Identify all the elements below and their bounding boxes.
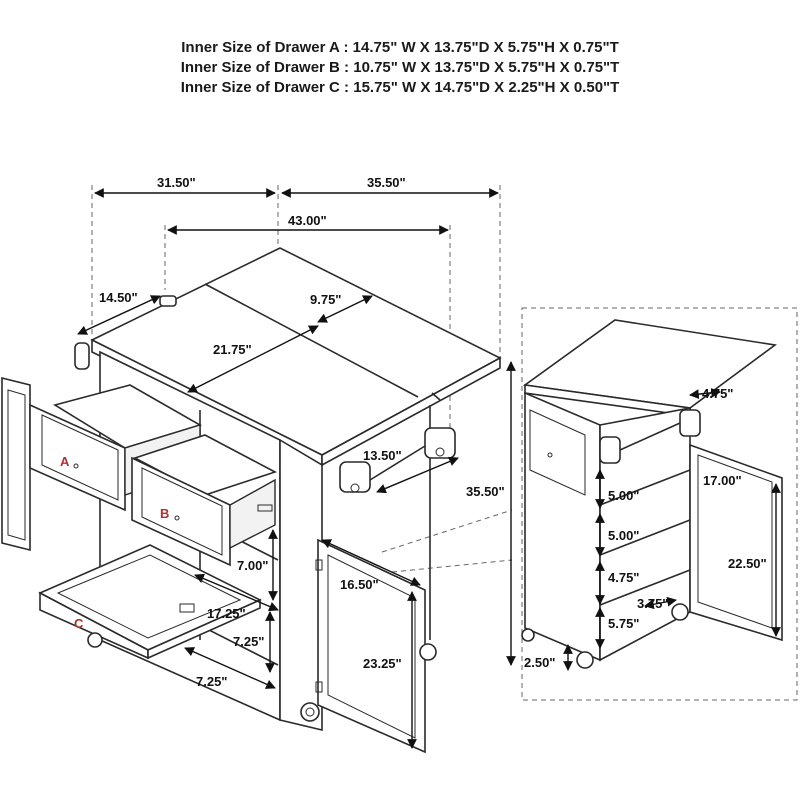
drawer-b-label: B — [160, 506, 169, 521]
dim-16-50: 16.50" — [340, 577, 379, 592]
dim-5-75: 5.75" — [608, 616, 639, 631]
spec-drawer-b: Inner Size of Drawer B : 10.75" W X 13.7… — [180, 59, 620, 76]
dim-22-50: 22.50" — [728, 556, 767, 571]
dim-7-00: 7.00" — [237, 558, 268, 573]
dim-35-50-height: 35.50" — [466, 484, 505, 499]
dim-7-25-depth: 7.25" — [196, 674, 227, 689]
dim-9-75: 9.75" — [310, 292, 341, 307]
side-view-drawing — [521, 307, 798, 701]
dim-17-25: 17.25" — [207, 606, 246, 621]
dim-4-75-top: 4.75" — [702, 386, 733, 401]
dim-4-75-shelf: 4.75" — [608, 570, 639, 585]
dim-3-75: 3.75" — [637, 596, 668, 611]
dim-2-50: 2.50" — [524, 655, 555, 670]
main-cart-drawing: A B C — [1, 185, 513, 754]
spec-drawer-a: Inner Size of Drawer A : 14.75" W X 13.7… — [181, 39, 619, 56]
dim-7-25-vertical: 7.25" — [233, 634, 264, 649]
dimension-labels: 31.50" 35.50" 43.00" 14.50" 9.75" 21.75"… — [99, 175, 767, 689]
dim-43-00: 43.00" — [288, 213, 327, 228]
drawer-c-label: C — [74, 616, 84, 631]
spec-drawer-c: Inner Size of Drawer C : 15.75" W X 14.7… — [180, 79, 620, 96]
dim-17-00: 17.00" — [703, 473, 742, 488]
dim-14-50: 14.50" — [99, 290, 138, 305]
dim-35-50-top: 35.50" — [367, 175, 406, 190]
dim-13-50: 13.50" — [363, 448, 402, 463]
dim-31-50: 31.50" — [157, 175, 196, 190]
dim-5-00-lower: 5.00" — [608, 528, 639, 543]
drawer-a-label: A — [60, 454, 70, 469]
dim-23-25: 23.25" — [363, 656, 402, 671]
dim-21-75: 21.75" — [213, 342, 252, 357]
dimension-lines — [77, 188, 781, 749]
drawer-size-specs: Inner Size of Drawer A : 14.75" W X 13.7… — [0, 38, 800, 98]
dim-5-00-upper: 5.00" — [608, 488, 639, 503]
